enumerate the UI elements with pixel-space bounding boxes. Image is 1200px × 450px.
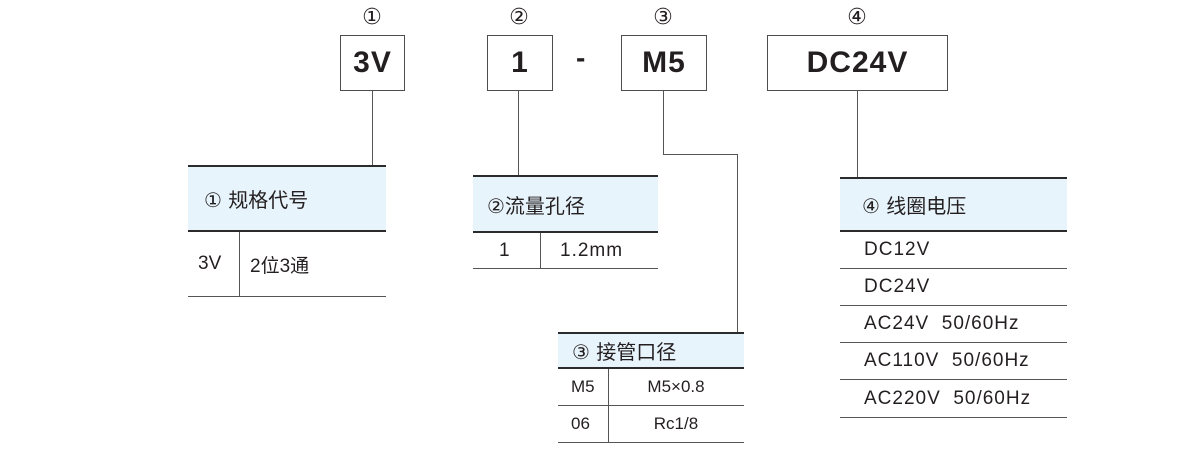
spec-table: ① 规格代号 3V 2位3通 bbox=[188, 165, 386, 297]
flow-table-header: ②流量孔径 bbox=[473, 175, 658, 233]
voltage-option: AC24V 50/60Hz bbox=[840, 306, 1067, 343]
code-separator: - bbox=[576, 42, 586, 73]
port-desc: M5×0.8 bbox=[647, 377, 705, 396]
voltage-table-header: ④ 线圈电压 bbox=[840, 177, 1067, 232]
connector-port-b bbox=[663, 154, 738, 155]
code-box-port: M5 bbox=[621, 35, 707, 91]
table-row: 3V 2位3通 bbox=[188, 232, 386, 297]
spec-table-header: ① 规格代号 bbox=[188, 165, 386, 232]
index-mark-3: ③ bbox=[653, 5, 673, 30]
code-box-spec: 3V bbox=[340, 35, 405, 91]
voltage-option: AC110V 50/60Hz bbox=[840, 343, 1067, 380]
port-table: ③ 接管口径 M5 M5×0.8 06 Rc1/8 bbox=[558, 332, 744, 443]
connector-port-c bbox=[737, 154, 738, 333]
flow-desc: 1.2mm bbox=[560, 239, 624, 261]
voltage-option: AC220V 50/60Hz bbox=[840, 380, 1067, 418]
port-code: M5 bbox=[571, 377, 595, 396]
column-divider bbox=[239, 232, 240, 296]
index-mark-2: ② bbox=[509, 5, 529, 30]
spec-desc: 2位3通 bbox=[250, 255, 310, 277]
index-mark-1: ① bbox=[362, 5, 382, 30]
connector-spec bbox=[372, 91, 373, 166]
port-table-header: ③ 接管口径 bbox=[558, 332, 744, 369]
table-row: M5 M5×0.8 bbox=[558, 369, 744, 406]
code-box-voltage: DC24V bbox=[767, 35, 948, 91]
connector-voltage bbox=[857, 91, 858, 178]
index-mark-4: ④ bbox=[847, 5, 867, 30]
flow-code: 1 bbox=[499, 239, 510, 261]
voltage-option: DC12V bbox=[840, 232, 1067, 269]
spec-code: 3V bbox=[198, 253, 222, 274]
column-divider bbox=[540, 233, 541, 268]
code-box-flow: 1 bbox=[487, 35, 553, 91]
flow-table: ②流量孔径 1 1.2mm bbox=[473, 175, 658, 269]
voltage-table: ④ 线圈电压 DC12V DC24V AC24V 50/60Hz AC110V … bbox=[840, 177, 1067, 418]
connector-port-a bbox=[663, 91, 664, 155]
port-code: 06 bbox=[571, 414, 590, 433]
column-divider bbox=[608, 369, 609, 405]
connector-flow bbox=[518, 91, 519, 176]
voltage-option: DC24V bbox=[840, 269, 1067, 306]
table-row: 1 1.2mm bbox=[473, 233, 658, 269]
table-row: 06 Rc1/8 bbox=[558, 406, 744, 443]
column-divider bbox=[608, 406, 609, 442]
port-desc: Rc1/8 bbox=[653, 414, 699, 433]
